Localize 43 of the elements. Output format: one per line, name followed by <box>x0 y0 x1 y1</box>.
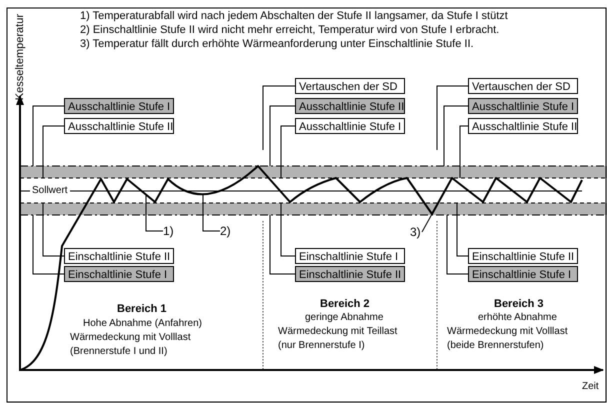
region-description: (Brennerstufe I und II) <box>70 346 168 358</box>
region-title: Bereich 3 <box>494 298 544 310</box>
axis-label: Zeit <box>582 381 599 393</box>
note-text: 3) Temperatur fällt durch erhöhte Wärmeanforderung unter Einschaltlinie Stufe II. <box>80 38 474 50</box>
region-description: Wärmedeckung mit Volllast <box>447 326 568 338</box>
region-title: Bereich 1 <box>117 303 167 315</box>
region-description: geringe Abnahme <box>305 312 384 324</box>
leader-line <box>422 214 432 232</box>
region-description: erhöhte Abnahme <box>478 312 557 324</box>
axis-label: Kesseltemperatur <box>14 14 26 100</box>
leader-line <box>436 86 468 150</box>
region-description: (beide Brennerstufen) <box>447 340 544 352</box>
note-text: 2) Einschaltlinie Stufe II wird nicht mehr erreicht, Temperatur wird von Stufe I erbracht. <box>80 24 500 36</box>
region-description: Wärmedeckung mit Teillast <box>278 326 398 338</box>
leader-line <box>146 194 164 232</box>
threshold-label: Ausschaltlinie Stufe II <box>468 118 578 134</box>
leader-line <box>280 202 296 256</box>
region-description: (nur Brennerstufe I) <box>278 340 365 352</box>
leader-line <box>270 214 296 274</box>
leader-line <box>270 106 296 166</box>
leader-line <box>262 86 296 150</box>
leader-line <box>32 214 64 274</box>
threshold-label: Ausschaltlinie Stufe I <box>64 98 174 114</box>
leader-line <box>444 106 468 166</box>
region-title: Bereich 2 <box>320 298 370 310</box>
leader-line <box>42 126 64 178</box>
region-description: Wärmedeckung mit Volllast <box>70 332 191 344</box>
region-description: Hohe Abnahme (Anfahren) <box>83 318 202 330</box>
threshold-label: Ausschaltlinie Stufe I <box>295 118 405 134</box>
threshold-label: Vertauschen der SD <box>295 78 405 94</box>
leader-line <box>42 202 64 256</box>
leader-line <box>202 194 220 232</box>
threshold-label: Ausschaltlinie Stufe II <box>295 98 405 114</box>
threshold-label: Ausschaltlinie Stufe I <box>468 98 578 114</box>
leader-line <box>32 106 64 166</box>
leader-line <box>446 214 468 274</box>
leader-line <box>280 126 296 178</box>
threshold-label: Ausschaltlinie Stufe II <box>64 118 174 134</box>
leader-line <box>460 126 468 178</box>
leader-line <box>456 202 468 256</box>
temperature-curve <box>20 165 583 371</box>
note-text: 1) Temperaturabfall wird nach jedem Abschalten der Stufe II langsamer, da Stufe I stützt <box>80 10 508 22</box>
threshold-label: Vertauschen der SD <box>468 78 578 94</box>
